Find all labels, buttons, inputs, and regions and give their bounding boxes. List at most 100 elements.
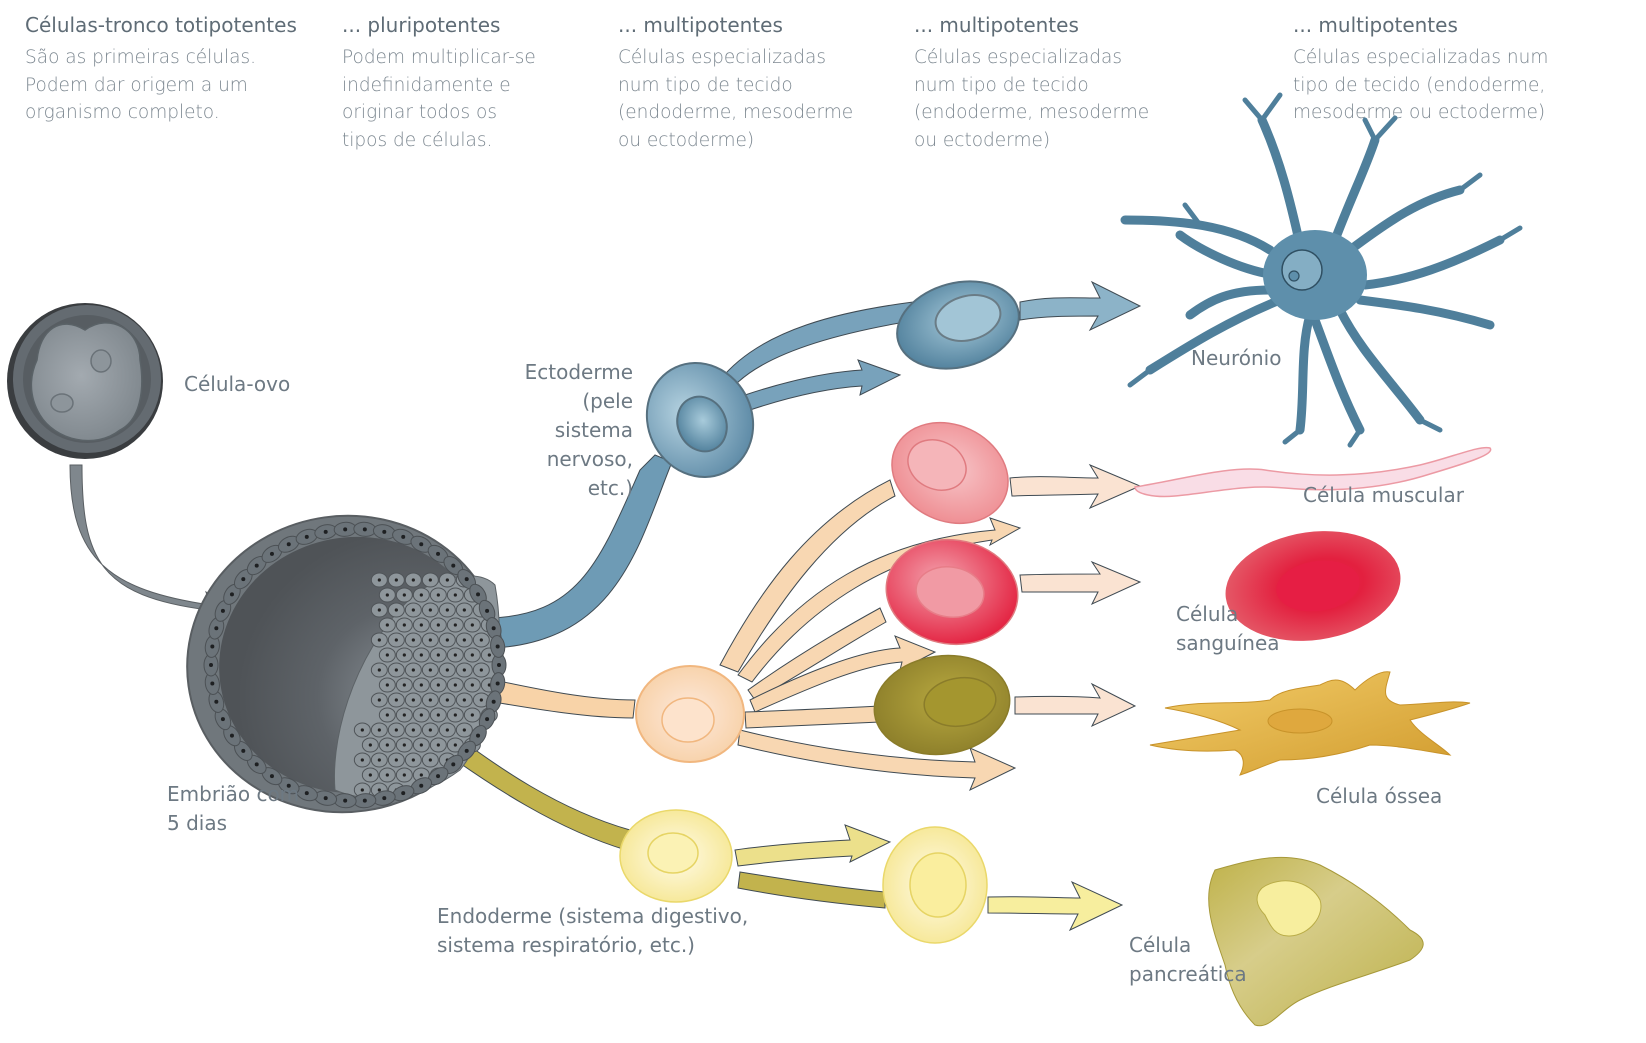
- column-multipotent-3: ... multipotentes Células especializadas…: [1293, 12, 1548, 127]
- icm-cell-nucleus: [470, 653, 474, 657]
- column-totipotent: Células-tronco totipotentes São as prime…: [25, 12, 297, 127]
- embryo-cell-nucleus: [436, 551, 441, 556]
- icm-cell-nucleus: [445, 698, 449, 702]
- icm-cell-nucleus: [411, 608, 415, 612]
- icm-cell-nucleus: [462, 698, 466, 702]
- embryo-cell-nucleus: [304, 534, 309, 539]
- icm-cell-nucleus: [436, 653, 440, 657]
- icm-cell-nucleus: [377, 788, 381, 792]
- embryo-cell-nucleus: [304, 791, 309, 796]
- column-description: Células especializadas num tipo de tecid…: [618, 47, 854, 151]
- icm-cell-nucleus: [462, 608, 466, 612]
- icm-cell-nucleus: [428, 668, 432, 672]
- icm-cell-nucleus: [360, 788, 364, 792]
- icm-cell-nucleus: [394, 668, 398, 672]
- embryo-cell-nucleus: [269, 774, 274, 779]
- icm-cell-nucleus: [402, 653, 406, 657]
- bone-cell-icon: [1149, 671, 1471, 776]
- icm-cell-nucleus: [436, 743, 440, 747]
- icm-cell-nucleus: [419, 593, 423, 597]
- embryo-cell-nucleus: [210, 644, 215, 649]
- label-endoderm: Endoderme (sistema digestivo, sistema re…: [437, 904, 749, 957]
- icm-cell-nucleus: [428, 638, 432, 642]
- embryo-cell-nucleus: [286, 542, 291, 547]
- icm-cell-nucleus: [411, 758, 415, 762]
- embryo-cell-nucleus: [210, 681, 215, 686]
- icm-cell-nucleus: [436, 593, 440, 597]
- icm-cell-nucleus: [385, 593, 389, 597]
- column-multipotent-1: ... multipotentes Células especializadas…: [618, 12, 853, 154]
- neuron-icon: [1120, 92, 1523, 448]
- arrow-to-neuron: [1019, 280, 1142, 332]
- embryo-cell-nucleus: [254, 563, 259, 568]
- embryo-cell-nucleus: [476, 592, 481, 597]
- embryo-cell-nucleus: [419, 542, 424, 547]
- mesoderm-cell-icon: [635, 665, 745, 763]
- arrow-endoderm-to-pancreatic-progenitor: [737, 871, 886, 909]
- arrow-to-blood: [1019, 560, 1142, 606]
- embryo-cell-nucleus: [214, 699, 219, 704]
- neural-progenitor-cell-icon: [896, 280, 1020, 370]
- column-description: Células especializadas num tipo de tecid…: [914, 47, 1150, 151]
- icm-cell-nucleus: [428, 758, 432, 762]
- icm-cell-nucleus: [428, 698, 432, 702]
- icm-cell-nucleus: [479, 638, 483, 642]
- embryo-cell-nucleus: [254, 762, 259, 767]
- embryo-cell-nucleus: [209, 663, 213, 667]
- embryo-cell-nucleus: [491, 699, 496, 704]
- icm-cell-nucleus: [411, 698, 415, 702]
- trophoblast-cells: [203, 521, 507, 809]
- icm-cell-nucleus: [479, 698, 483, 702]
- red-blood-cell-icon: [1225, 531, 1401, 641]
- icm-cell-nucleus: [394, 578, 398, 582]
- icm-cell-nucleus: [368, 743, 372, 747]
- icm-cell-nucleus: [394, 608, 398, 612]
- icm-cell-nucleus: [411, 728, 415, 732]
- column-pluripotent: ... pluripotentes Podem multiplicar-se i…: [342, 12, 536, 154]
- icm-cell-nucleus: [462, 668, 466, 672]
- icm-cell-nucleus: [385, 713, 389, 717]
- pancreatic-cell-icon: [1208, 856, 1424, 1027]
- egg-cell-icon: [7, 303, 163, 459]
- embryo-cell-nucleus: [436, 774, 441, 779]
- pancreatic-progenitor-cell-icon: [882, 826, 988, 944]
- embryo-cell-nucleus: [382, 529, 387, 534]
- embryo-cell-nucleus: [362, 527, 367, 532]
- blood-progenitor-cell-icon: [885, 538, 1019, 646]
- icm-cell-nucleus: [402, 713, 406, 717]
- label-embryo: Embrião com 5 dias: [167, 782, 300, 835]
- icm-cell-nucleus: [385, 653, 389, 657]
- icm-cell-nucleus: [394, 728, 398, 732]
- icm-cell-nucleus: [394, 698, 398, 702]
- column-description: Células especializadas num tipo de tecid…: [1293, 47, 1549, 123]
- embryo-cell-nucleus: [343, 527, 348, 532]
- embryo-cell-nucleus: [241, 577, 246, 582]
- icm-cell-nucleus: [377, 668, 381, 672]
- ectoderm-cell-icon: [645, 362, 755, 478]
- icm-cell-nucleus: [411, 578, 415, 582]
- column-title: Células-tronco totipotentes: [25, 13, 297, 37]
- icm-cell-nucleus: [445, 668, 449, 672]
- icm-cell-nucleus: [402, 683, 406, 687]
- icm-cell-nucleus: [453, 683, 457, 687]
- label-blood-cell: Célula sanguínea: [1176, 602, 1280, 655]
- embryo-cell-nucleus: [464, 748, 469, 753]
- label-neuron: Neurónio: [1191, 346, 1282, 370]
- embryo-cell-nucleus: [229, 733, 234, 738]
- icm-cell-nucleus: [419, 743, 423, 747]
- embryo-cell-nucleus: [323, 529, 328, 534]
- icm-cell-nucleus: [419, 653, 423, 657]
- column-title: ... pluripotentes: [342, 13, 501, 37]
- embryo-cell-nucleus: [419, 783, 424, 788]
- icm-cell-nucleus: [419, 683, 423, 687]
- embryo-cell-nucleus: [464, 577, 469, 582]
- icm-cell-nucleus: [445, 638, 449, 642]
- icm-cell-nucleus: [411, 638, 415, 642]
- icm-cell-nucleus: [419, 713, 423, 717]
- embryo-cell-nucleus: [241, 748, 246, 753]
- icm-cell-nucleus: [470, 713, 474, 717]
- icm-cell-nucleus: [436, 683, 440, 687]
- arrow-to-bone: [1014, 682, 1137, 728]
- icm-cell-nucleus: [428, 728, 432, 732]
